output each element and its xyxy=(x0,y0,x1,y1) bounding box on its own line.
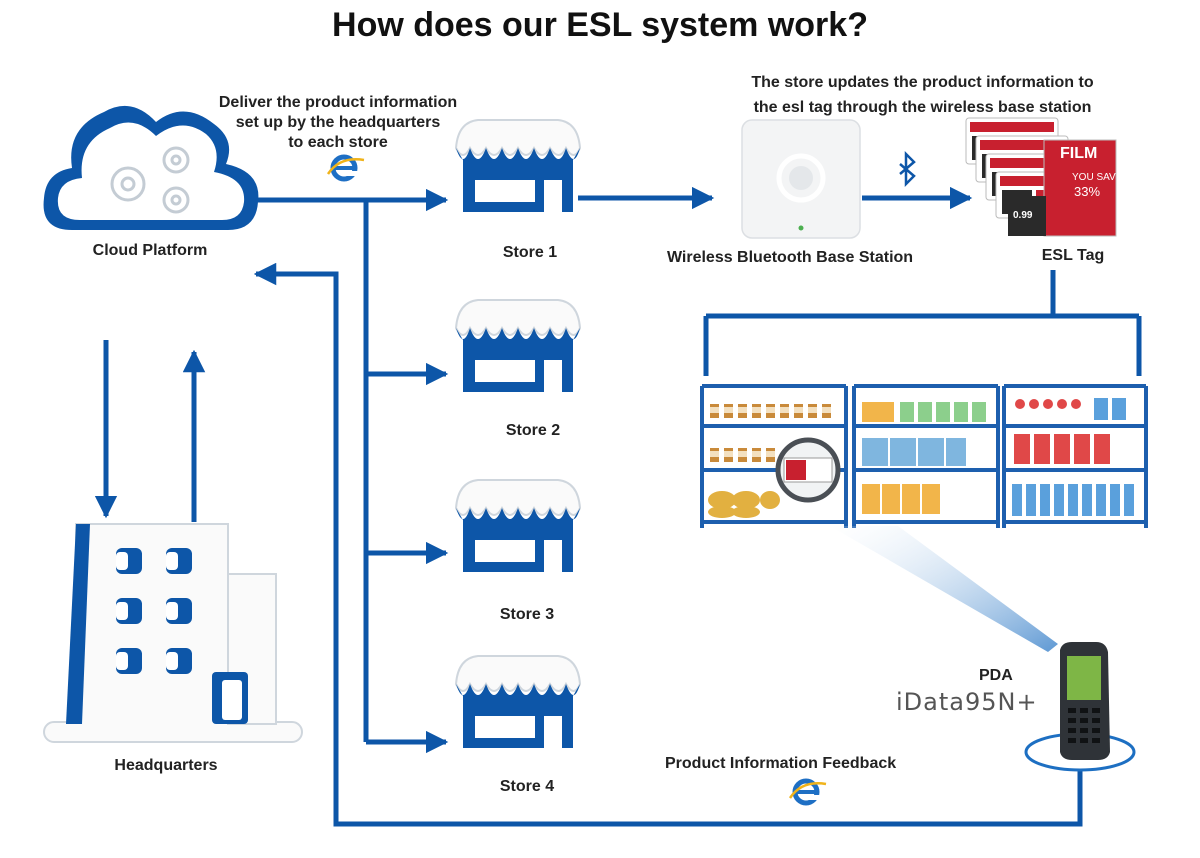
shelf-icon xyxy=(700,384,1148,528)
esl-tag-promo: YOU SAVE xyxy=(1072,172,1123,183)
browser-e-icon xyxy=(328,157,364,179)
store-icon xyxy=(455,299,581,393)
esl-tag-stack xyxy=(965,117,1117,237)
router-icon xyxy=(741,119,861,239)
esl-tag-price: 0.99 xyxy=(1013,210,1033,221)
store-4-label: Store 4 xyxy=(499,778,555,795)
cloud-icon xyxy=(43,105,259,230)
scan-beam xyxy=(830,526,1058,652)
store-icon xyxy=(455,479,581,573)
store-icon xyxy=(455,655,581,749)
store-2-label: Store 2 xyxy=(505,422,561,439)
update-caption-line: The store updates the product informatio… xyxy=(751,74,1094,91)
bluetooth-icon xyxy=(899,150,916,188)
pda-icon xyxy=(1024,642,1136,772)
deliver-caption: Deliver the product information set up b… xyxy=(178,93,498,153)
magnifier-icon xyxy=(775,437,841,503)
esl-tag-label: ESL Tag xyxy=(1041,247,1105,264)
building-icon xyxy=(43,523,303,743)
pda-model-label: iData95N+ xyxy=(896,688,1038,716)
gear-icon xyxy=(110,146,190,214)
esl-tag-brand: FILM xyxy=(1060,145,1097,162)
pda-label: PDA xyxy=(979,667,1013,684)
store-1-label: Store 1 xyxy=(502,244,558,261)
deliver-caption-line: set up by the headquarters xyxy=(235,114,441,131)
esl-tag-percent: 33% xyxy=(1074,184,1100,199)
cloud-platform-label: Cloud Platform xyxy=(92,242,208,259)
update-caption: The store updates the product informatio… xyxy=(700,70,1145,120)
page-title: How does our ESL system work? xyxy=(332,6,868,44)
connector-lines xyxy=(94,186,1142,827)
feedback-label: Product Information Feedback xyxy=(665,755,897,772)
headquarters-label: Headquarters xyxy=(114,757,218,774)
store-3-label: Store 3 xyxy=(499,606,555,623)
update-caption-line: the esl tag through the wireless base st… xyxy=(753,99,1092,116)
browser-e-icon xyxy=(790,781,826,803)
base-station-label: Wireless Bluetooth Base Station xyxy=(666,249,914,266)
deliver-caption-line: Deliver the product information xyxy=(218,94,458,111)
deliver-caption-line: to each store xyxy=(288,134,388,151)
